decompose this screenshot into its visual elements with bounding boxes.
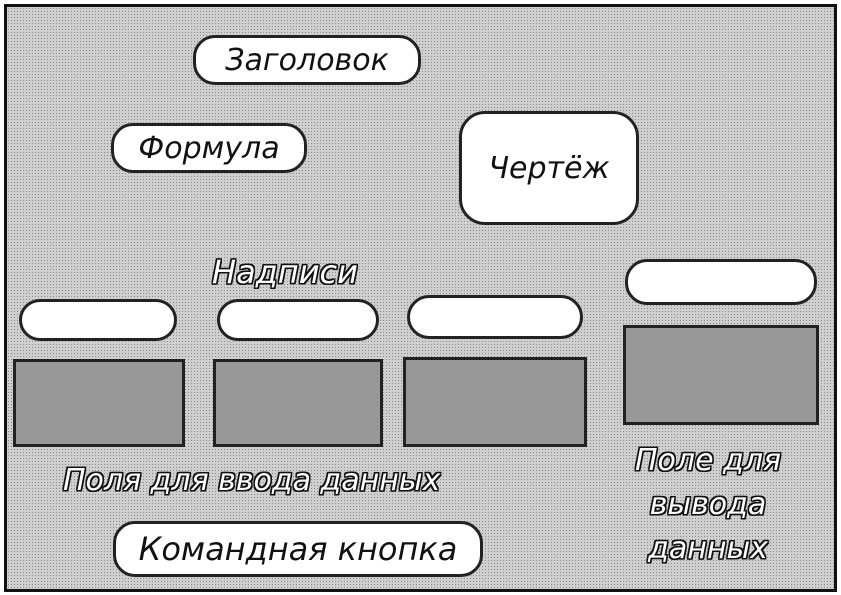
input-field-3 [403,357,587,447]
drawing-element-label: Чертёж [488,150,610,186]
input-label-pill-3 [407,295,583,339]
output-field [623,325,819,425]
drawing-element: Чертёж [459,111,639,225]
input-field-2 [213,359,383,447]
output-field-caption: Поле для вывода данных [635,439,781,571]
output-caption-line-1: Поле для [635,443,782,478]
labels-caption: Надписи [212,253,358,291]
formula-element-label: Формула [138,130,280,166]
input-label-pill-2 [217,299,379,341]
input-fields-caption: Поля для ввода данных [63,463,441,498]
input-label-pill-1 [19,299,177,341]
output-caption-line-2: вывода [649,487,767,522]
title-element: Заголовок [193,35,421,85]
command-button-element: Командная кнопка [113,521,483,577]
form-layout-diagram: Заголовок Формула Чертёж Надписи Поля дл… [4,4,837,592]
formula-element: Формула [111,123,307,173]
output-label-pill [625,259,817,305]
command-button-label: Командная кнопка [138,530,458,568]
input-field-1 [13,359,185,447]
title-element-label: Заголовок [225,42,389,78]
output-caption-line-3: данных [648,531,768,566]
